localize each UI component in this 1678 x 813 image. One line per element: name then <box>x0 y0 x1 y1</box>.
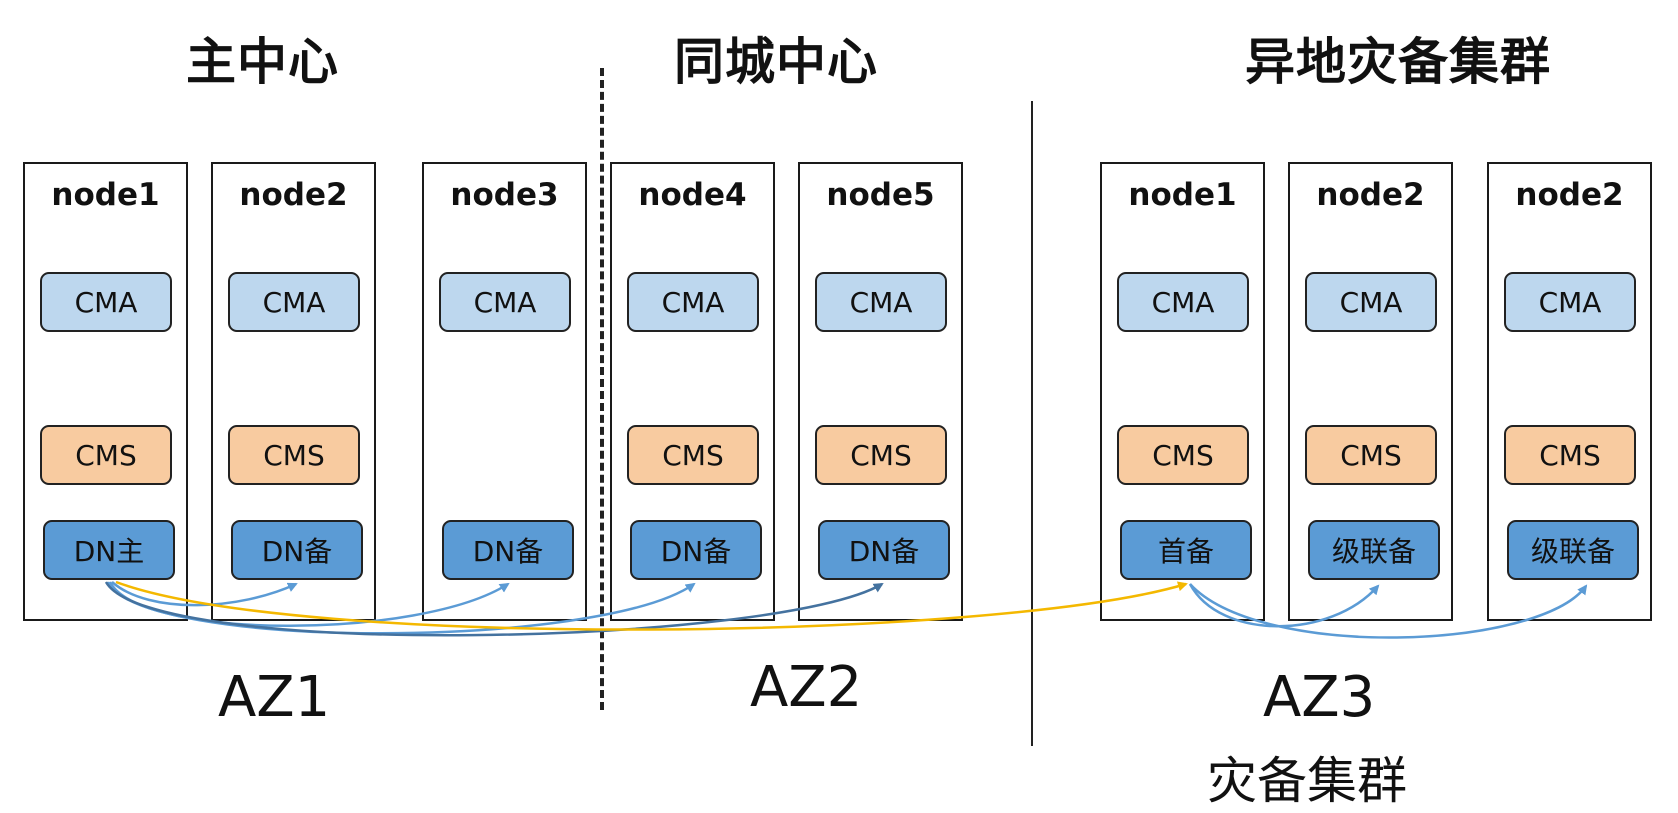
cms-chip: CMS <box>228 425 360 485</box>
node-label: node1 <box>51 177 160 213</box>
cms-chip: CMS <box>815 425 947 485</box>
cma-chip: CMA <box>439 272 571 332</box>
dn-standby-chip: DN备 <box>630 520 762 580</box>
cms-chip: CMS <box>1305 425 1437 485</box>
section-title-primary: 主中心 <box>186 33 339 91</box>
node-box-az2-node5: node5 CMA CMS DN备 <box>798 162 963 621</box>
node-label: node5 <box>826 177 935 213</box>
dn-first-standby-chip: 首备 <box>1120 520 1252 580</box>
node-box-az1-node3: node3 CMA DN备 <box>422 162 587 621</box>
node-label: node2 <box>1316 177 1425 213</box>
node-label: node4 <box>638 177 747 213</box>
dn-cascade-standby-chip: 级联备 <box>1308 520 1440 580</box>
arrow-dn-primary-to-node4 <box>106 581 696 635</box>
cma-chip: CMA <box>815 272 947 332</box>
node-label: node2 <box>239 177 348 213</box>
az1-label: AZ1 <box>218 665 331 730</box>
node-box-az1-node2: node2 CMA CMS DN备 <box>211 162 376 621</box>
dn-standby-chip: DN备 <box>231 520 363 580</box>
cma-chip: CMA <box>627 272 759 332</box>
cma-chip: CMA <box>228 272 360 332</box>
dn-standby-chip: DN备 <box>818 520 950 580</box>
node-box-az3-node2a: node2 CMA CMS 级联备 <box>1288 162 1453 621</box>
section-title-remote: 异地灾备集群 <box>1245 33 1551 91</box>
dn-cascade-standby-chip: 级联备 <box>1507 520 1639 580</box>
arrow-dn-primary-to-node2 <box>111 581 298 607</box>
node-label: node1 <box>1128 177 1237 213</box>
cms-chip: CMS <box>1504 425 1636 485</box>
node-label: node2 <box>1515 177 1624 213</box>
cma-chip: CMA <box>40 272 172 332</box>
arrow-dn-primary-to-first-standby <box>115 580 1188 631</box>
node-box-az1-node1: node1 CMA CMS DN主 <box>23 162 188 621</box>
dn-primary-chip: DN主 <box>43 520 175 580</box>
az-divider-solid <box>1031 101 1033 746</box>
az-divider-dashed <box>600 68 604 710</box>
cma-chip: CMA <box>1504 272 1636 332</box>
az3-subtitle: 灾备集群 <box>1207 752 1407 810</box>
node-box-az2-node4: node4 CMA CMS DN备 <box>610 162 775 621</box>
az3-label: AZ3 <box>1263 665 1376 730</box>
arrow-first-standby-to-cascade2 <box>1189 583 1588 639</box>
dn-standby-chip: DN备 <box>442 520 574 580</box>
cms-chip: CMS <box>1117 425 1249 485</box>
node-label: node3 <box>450 177 559 213</box>
cma-chip: CMA <box>1117 272 1249 332</box>
node-box-az3-node2b: node2 CMA CMS 级联备 <box>1487 162 1652 621</box>
cma-chip: CMA <box>1305 272 1437 332</box>
az2-label: AZ2 <box>750 655 863 720</box>
arrow-dn-primary-to-node5 <box>104 581 884 637</box>
cms-chip: CMS <box>627 425 759 485</box>
cms-chip: CMS <box>40 425 172 485</box>
node-box-az3-node1: node1 CMA CMS 首备 <box>1100 162 1265 621</box>
section-title-same-city: 同城中心 <box>674 33 878 91</box>
